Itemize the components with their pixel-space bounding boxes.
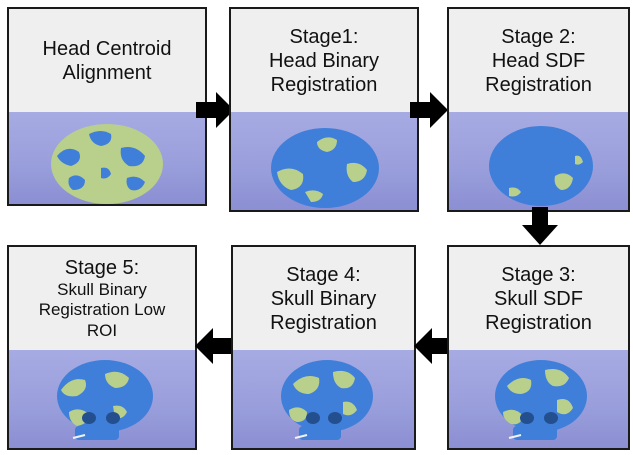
render-viewport bbox=[231, 112, 417, 210]
stage-title-line: Registration bbox=[270, 311, 377, 334]
stage-title-line: Head Centroid bbox=[42, 37, 172, 60]
arrow-right-icon bbox=[410, 92, 448, 128]
stage-label: Head Centroid Alignment bbox=[9, 9, 205, 113]
stage-title-line: Head Binary bbox=[268, 49, 380, 72]
stage-label: Stage 3: Skull SDF Registration bbox=[449, 247, 628, 351]
stage-title-line: Registration bbox=[485, 311, 592, 334]
stage-title-line: Stage1: bbox=[289, 25, 359, 48]
stage-box-head-centroid-alignment: Head Centroid Alignment bbox=[7, 7, 207, 206]
stage-box-stage1: Stage1: Head Binary Registration bbox=[229, 7, 419, 212]
stage-title-line: Head SDF bbox=[491, 49, 586, 72]
render-viewport bbox=[9, 112, 205, 204]
arrow-left-icon bbox=[414, 328, 452, 364]
render-viewport bbox=[449, 112, 628, 210]
stage-title-line: Stage 5: bbox=[64, 256, 140, 279]
render-viewport bbox=[449, 350, 628, 448]
stage-box-stage3: Stage 3: Skull SDF Registration bbox=[447, 245, 630, 450]
stage-title-line: ROI bbox=[86, 320, 118, 340]
render-viewport bbox=[9, 350, 195, 448]
arrow-right-icon bbox=[196, 92, 234, 128]
arrow-down-icon bbox=[522, 207, 558, 245]
skull-surface-render bbox=[57, 360, 153, 440]
stage-title-line: Registration bbox=[270, 73, 378, 96]
stage-title-line: Stage 2: bbox=[501, 25, 576, 48]
stage-title-line: Skull SDF bbox=[494, 287, 583, 310]
stage-label: Stage 5: Skull Binary Registration Low R… bbox=[9, 247, 195, 351]
stage-label: Stage 4: Skull Binary Registration bbox=[233, 247, 414, 351]
stage-label: Stage1: Head Binary Registration bbox=[231, 9, 417, 113]
stage-label: Stage 2: Head SDF Registration bbox=[449, 9, 628, 113]
render-viewport bbox=[233, 350, 414, 448]
stage-title-line: Registration Low bbox=[38, 300, 166, 320]
stage-title-line: Skull Binary bbox=[270, 287, 377, 310]
stage-title-line: Registration bbox=[485, 73, 592, 96]
stage-title-line: Alignment bbox=[62, 61, 152, 84]
stage-box-stage2: Stage 2: Head SDF Registration bbox=[447, 7, 630, 212]
arrow-left-icon bbox=[195, 328, 233, 364]
stage-box-stage5: Stage 5: Skull Binary Registration Low R… bbox=[7, 245, 197, 450]
head-surface-render bbox=[51, 124, 163, 204]
head-surface-render bbox=[489, 126, 593, 206]
head-surface-render bbox=[271, 128, 379, 208]
stage-box-stage4: Stage 4: Skull Binary Registration bbox=[231, 245, 416, 450]
stage-title-line: Skull Binary bbox=[57, 279, 147, 299]
skull-surface-render bbox=[495, 360, 587, 440]
stage-title-line: Stage 3: bbox=[501, 263, 576, 286]
skull-surface-render bbox=[281, 360, 373, 440]
stage-title-line: Stage 4: bbox=[286, 263, 361, 286]
